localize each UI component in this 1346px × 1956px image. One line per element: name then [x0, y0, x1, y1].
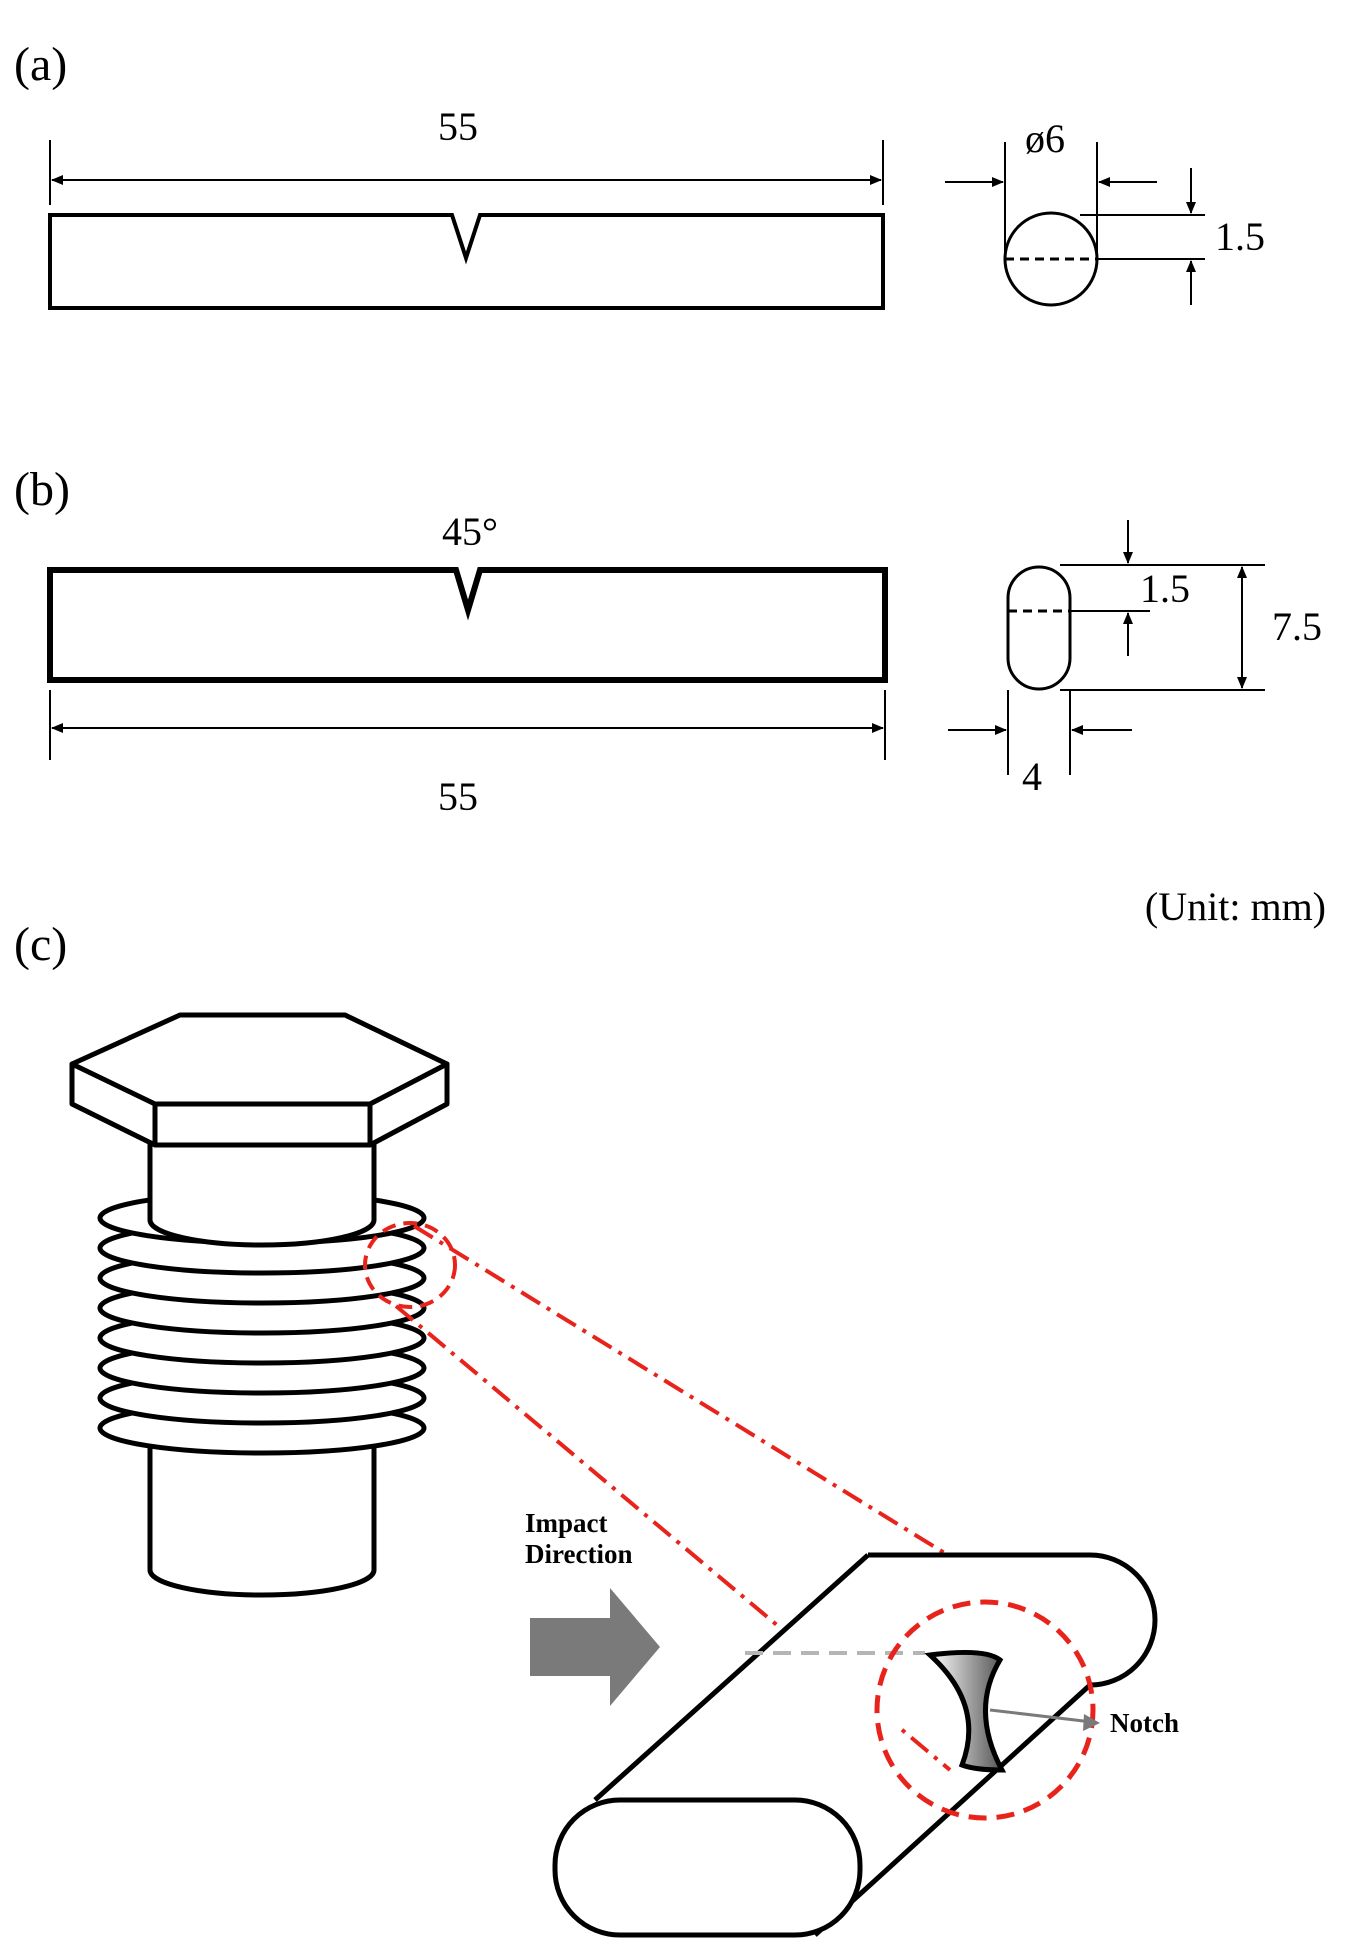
notch-label: Notch [1110, 1708, 1179, 1738]
notch-shape [924, 1649, 1007, 1773]
length-label: 55 [438, 104, 478, 149]
impact-label-line2: Direction [525, 1539, 632, 1569]
unit-note: (Unit: mm) [1145, 884, 1326, 929]
panel-a-label: (a) [14, 38, 67, 91]
impact-label-line1: Impact [525, 1508, 608, 1538]
zoom-circle-small [363, 1221, 457, 1309]
cylinder-back-cap [868, 1552, 1158, 1688]
panel-a: (a) 55 ø6 1.5 [14, 38, 1265, 310]
bolt [69, 1012, 450, 1598]
zoom-indicator [363, 1221, 1052, 1772]
stadium-cross-section [1006, 565, 1072, 691]
panel-c-label: (c) [14, 918, 67, 971]
panel-b: (b) 45° 55 7.5 1.5 4 [14, 463, 1322, 819]
cylinder-front-face [552, 1797, 863, 1938]
notch-pointer-head [1083, 1714, 1100, 1731]
notch-pointer-line [989, 1708, 1093, 1724]
depth-label: 1.5 [1215, 214, 1265, 259]
cylinder-body [595, 1555, 1090, 1800]
specimen-cylinder [552, 1552, 1158, 1938]
cylinder-top-edge [593, 1553, 870, 1802]
impact-direction-arrow [530, 1588, 660, 1706]
bolt-shank-lower [147, 1437, 377, 1598]
panel-c: (c) [14, 918, 1179, 1938]
bar-b [47, 567, 888, 683]
bolt-head-top [69, 1012, 450, 1107]
panel-b-label: (b) [14, 463, 70, 516]
angle-label: 45° [442, 509, 498, 554]
height-label: 7.5 [1272, 604, 1322, 649]
bolt-shank-upper [147, 1127, 377, 1248]
cylinder-bottom-edge [813, 1683, 1092, 1937]
bar-a [48, 213, 885, 310]
length-label-b: 55 [438, 774, 478, 819]
diameter-label: ø6 [1025, 116, 1065, 161]
depth-label-b: 1.5 [1140, 566, 1190, 611]
width-label: 4 [1022, 754, 1042, 799]
zoom-circle-large [874, 1599, 1096, 1821]
